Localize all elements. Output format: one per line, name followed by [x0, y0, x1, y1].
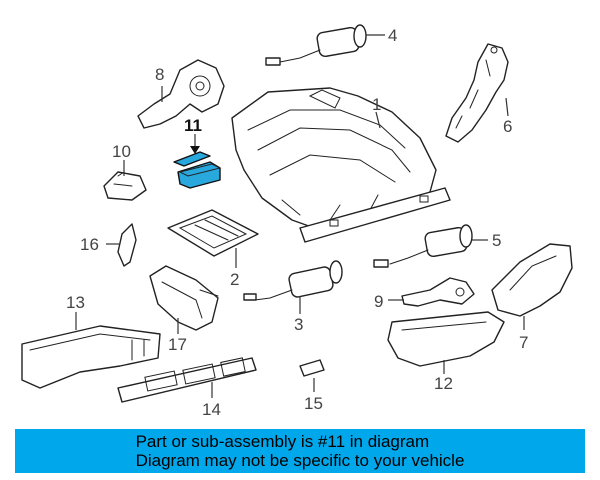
callout-4: 4 — [388, 26, 397, 45]
part-8-recliner — [137, 59, 225, 129]
callout-7: 7 — [519, 333, 528, 352]
part-2-tray — [167, 209, 259, 257]
part-9-lever — [401, 277, 475, 307]
callout-14: 14 — [202, 400, 221, 419]
callout-12: 12 — [434, 374, 453, 393]
part-13-trim-panel — [21, 325, 161, 389]
part-6-bracket — [445, 43, 509, 143]
part-4-motor — [265, 24, 367, 66]
callout-13: 13 — [66, 293, 85, 312]
part-12-lower-trim — [387, 311, 505, 367]
callout-3: 3 — [294, 315, 303, 334]
part-10-bracket — [103, 171, 147, 201]
parts-diagram: 1 2 3 4 5 6 — [21, 24, 573, 419]
callout-5: 5 — [492, 231, 501, 250]
part-15-plate — [299, 359, 325, 377]
callout-6: 6 — [503, 117, 512, 136]
callout-15: 15 — [304, 394, 323, 413]
part-14-grille-panel — [117, 357, 257, 403]
part-3-motor — [243, 260, 343, 301]
callout-16: 16 — [80, 235, 99, 254]
banner-line-2: Diagram may not be specific to your vehi… — [135, 451, 465, 470]
callout-8: 8 — [155, 65, 164, 84]
notice-banner: Part or sub-assembly is #11 in diagram D… — [15, 429, 585, 473]
callout-11: 11 — [184, 116, 202, 135]
callout-10: 10 — [112, 142, 131, 161]
callout-17: 17 — [168, 335, 187, 354]
part-17-cover — [149, 265, 219, 331]
callout-2: 2 — [230, 270, 239, 289]
part-5-motor — [373, 224, 473, 268]
part-1-seat-frame — [231, 87, 451, 243]
callout-9: 9 — [374, 292, 383, 311]
part-11-module-highlighted — [173, 151, 222, 189]
banner-text: Part or sub-assembly is #11 in diagram D… — [136, 432, 465, 470]
banner-line-1: Part or sub-assembly is #11 in diagram — [135, 432, 430, 451]
callout-1: 1 — [372, 95, 381, 114]
part-16-clip — [117, 223, 137, 267]
part-7-side-cover — [491, 243, 573, 317]
